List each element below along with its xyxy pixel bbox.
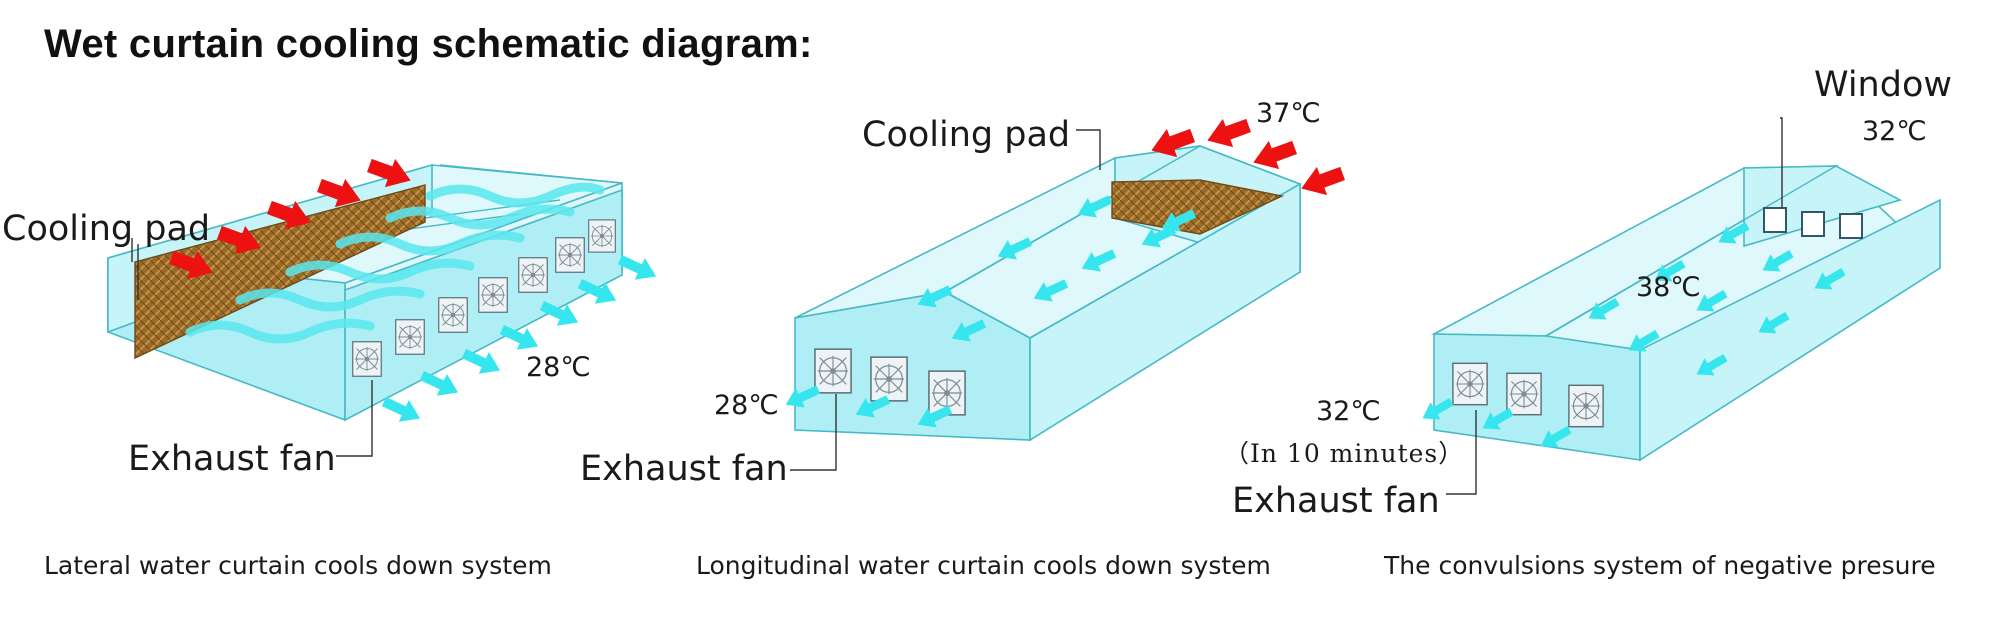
leader-exhaust-fan-lateral — [336, 380, 373, 457]
label-temp-inside: 38℃ — [1636, 272, 1701, 303]
long-side-wall — [1639, 198, 1941, 462]
exhaust-fan-unit — [478, 277, 508, 313]
cool-air-flow — [185, 318, 375, 344]
leader-exhaust-fan-longitudinal — [790, 394, 837, 471]
exhaust-fan-unit — [352, 341, 382, 377]
cooling-pad-lateral — [134, 184, 426, 360]
label-temp-window: 32℃ — [1862, 116, 1927, 147]
exhaust-fan-unit — [395, 319, 425, 355]
diagram-title: Wet curtain cooling schematic diagram: — [44, 22, 813, 66]
cool-air-flow — [385, 204, 575, 230]
hot-air-arrow — [1296, 159, 1348, 203]
exhaust-fan-unit — [588, 219, 616, 253]
leader-window — [1780, 117, 1783, 208]
exhaust-fan-unit — [870, 356, 908, 402]
label-cooling-pad-longitudinal: Cooling pad — [862, 115, 1070, 155]
cool-air-flow — [235, 286, 425, 312]
caption-negative-pressure: The convulsions system of negative presu… — [1383, 551, 1936, 580]
long-side-wall — [1029, 182, 1301, 442]
panel-negative-pressure-building — [1430, 165, 1942, 462]
cool-air-flow — [425, 182, 605, 208]
exhaust-fan-unit — [1452, 362, 1488, 406]
cool-air-flows-lateral — [185, 182, 605, 344]
window-opening — [1839, 213, 1863, 239]
label-temp-out-negative: 32℃ — [1316, 396, 1381, 427]
label-exhaust-fan-longitudinal: Exhaust fan — [580, 449, 788, 489]
roof-ridge-line — [944, 145, 1201, 293]
exhaust-fan-unit — [438, 297, 468, 333]
exhaust-fan-unit — [518, 257, 548, 293]
exhaust-fan-unit — [1506, 372, 1542, 416]
leader-exhaust-fan-negative — [1446, 410, 1477, 495]
label-time-note: （In 10 minutes） — [1224, 439, 1464, 468]
cool-air-flow — [285, 258, 475, 284]
panel-lateral-building — [107, 163, 623, 422]
label-temp-out-lateral: 28℃ — [526, 352, 591, 383]
caption-lateral: Lateral water curtain cools down system — [44, 551, 552, 580]
caption-longitudinal: Longitudinal water curtain cools down sy… — [696, 551, 1271, 580]
panel-longitudinal-building — [794, 145, 1302, 442]
label-exhaust-fan-lateral: Exhaust fan — [128, 439, 336, 479]
leader-cooling-pad-lateral — [131, 238, 139, 300]
label-exhaust-fan-negative: Exhaust fan — [1232, 481, 1440, 521]
label-temp-out-longitudinal: 28℃ — [714, 390, 779, 421]
leader-cooling-pad-longitudinal — [1076, 129, 1101, 170]
exhaust-fan-unit — [1568, 384, 1604, 428]
exhaust-fan-unit — [555, 237, 585, 273]
label-temp-in-longitudinal: 37℃ — [1256, 98, 1321, 129]
cool-air-flow — [335, 230, 525, 256]
window-opening — [1801, 211, 1825, 237]
label-cooling-pad-lateral: Cooling pad — [2, 209, 210, 249]
cooling-pad-longitudinal — [1111, 179, 1285, 235]
label-window: Window — [1814, 65, 1952, 105]
exhaust-fan-unit — [814, 348, 852, 394]
hot-air-arrow — [1202, 111, 1254, 155]
window-opening — [1763, 207, 1787, 233]
